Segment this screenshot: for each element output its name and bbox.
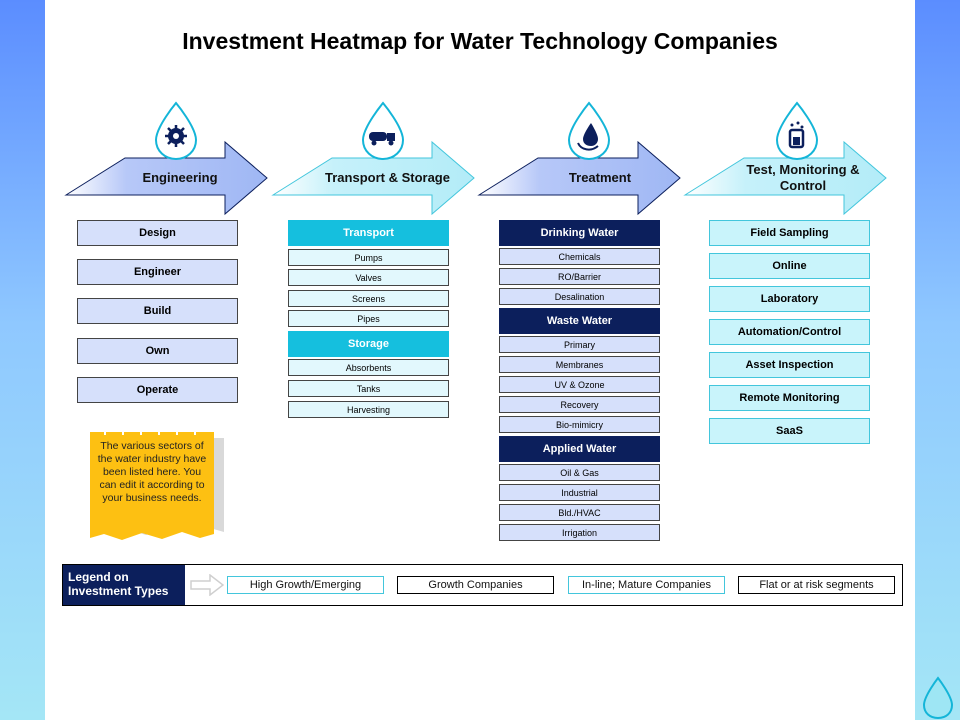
transport-header: Transport xyxy=(288,220,449,246)
note-torn-edge xyxy=(90,528,214,542)
legend-item-mature: In-line; Mature Companies xyxy=(568,576,725,594)
waste-water-item: Primary xyxy=(499,336,660,353)
applied-water-item: Bld./HVAC xyxy=(499,504,660,521)
waste-water-item: UV & Ozone xyxy=(499,376,660,393)
test-item: Field Sampling xyxy=(709,220,870,246)
transport-item: Pumps xyxy=(288,249,449,266)
test-item: Remote Monitoring xyxy=(709,385,870,411)
test-item: Automation/Control xyxy=(709,319,870,345)
drinking-water-item: RO/Barrier xyxy=(499,268,660,285)
drinking-water-item: Desalination xyxy=(499,288,660,305)
applied-water-item: Oil & Gas xyxy=(499,464,660,481)
gear-drop-icon xyxy=(156,103,196,159)
engineering-item: Operate xyxy=(77,377,238,403)
applied-water-item: Irrigation xyxy=(499,524,660,541)
waste-water-item: Bio-mimicry xyxy=(499,416,660,433)
slide: Investment Heatmap for Water Technology … xyxy=(45,0,915,720)
transport-item: Screens xyxy=(288,290,449,307)
test-item: Online xyxy=(709,253,870,279)
category-label-engineering: Engineering xyxy=(120,170,240,186)
storage-header: Storage xyxy=(288,331,449,357)
transport-item: Pipes xyxy=(288,310,449,327)
category-label-test: Test, Monitoring & Control xyxy=(743,162,863,194)
category-label-transport: Transport & Storage xyxy=(315,170,460,186)
water-drop-icon xyxy=(569,103,609,159)
category-label-treatment: Treatment xyxy=(545,170,655,186)
legend-title: Legend on Investment Types xyxy=(63,565,185,605)
waste-water-item: Membranes xyxy=(499,356,660,373)
storage-item: Tanks xyxy=(288,380,449,397)
waste-water-header: Waste Water xyxy=(499,308,660,334)
engineering-item: Build xyxy=(77,298,238,324)
engineering-item: Own xyxy=(77,338,238,364)
legend-item-high-growth: High Growth/Emerging xyxy=(227,576,384,594)
transport-item: Valves xyxy=(288,269,449,286)
applied-water-header: Applied Water xyxy=(499,436,660,462)
note-spiral-icon xyxy=(90,423,214,437)
legend: Legend on Investment Types High Growth/E… xyxy=(62,564,903,606)
engineering-item: Design xyxy=(77,220,238,246)
test-item: SaaS xyxy=(709,418,870,444)
storage-item: Harvesting xyxy=(288,401,449,418)
waste-water-item: Recovery xyxy=(499,396,660,413)
drinking-water-header: Drinking Water xyxy=(499,220,660,246)
engineering-item: Engineer xyxy=(77,259,238,285)
page-title: Investment Heatmap for Water Technology … xyxy=(45,28,915,55)
corner-drop-icon xyxy=(921,676,955,720)
lab-beaker-icon xyxy=(777,103,817,159)
note-text: The various sectors of the water industr… xyxy=(90,432,214,532)
test-item: Laboratory xyxy=(709,286,870,312)
applied-water-item: Industrial xyxy=(499,484,660,501)
storage-item: Absorbents xyxy=(288,359,449,376)
tanker-truck-icon xyxy=(363,103,403,159)
legend-arrow-icon xyxy=(190,574,224,596)
legend-item-growth: Growth Companies xyxy=(397,576,554,594)
drinking-water-item: Chemicals xyxy=(499,248,660,265)
legend-item-at-risk: Flat or at risk segments xyxy=(738,576,895,594)
test-item: Asset Inspection xyxy=(709,352,870,378)
